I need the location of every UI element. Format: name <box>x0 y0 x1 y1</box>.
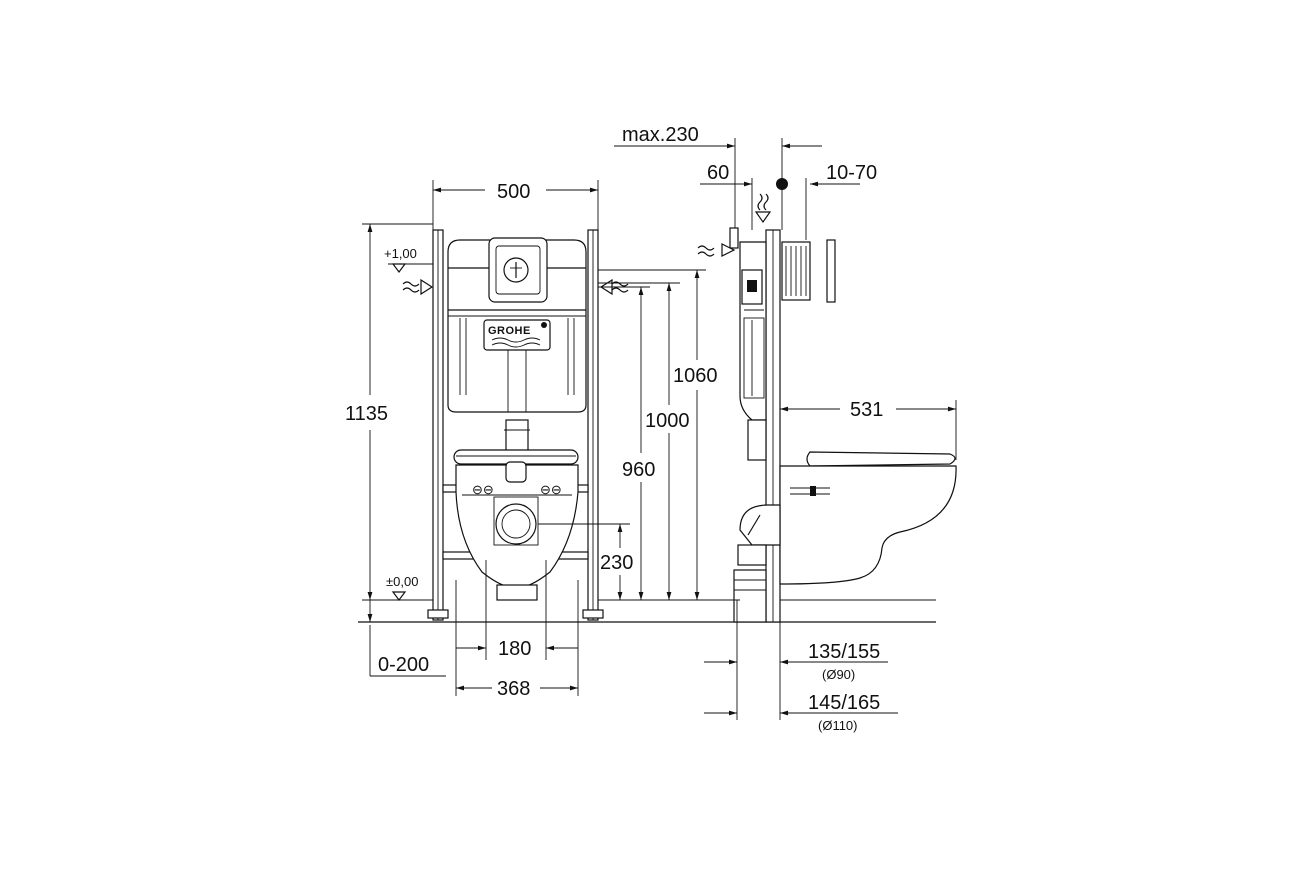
frame-right-post <box>582 229 604 621</box>
toilet-bowl-side <box>733 451 957 623</box>
dim-max-230-label: max.230 <box>622 124 699 146</box>
dim-1060-label: 1060 <box>673 365 718 387</box>
dim-0-200: 0-200 <box>367 600 446 677</box>
dim-145-165: 145/165 (Ø110) <box>704 692 898 733</box>
dim-135-155: 135/155 (Ø90) <box>704 600 888 720</box>
flush-plate-side <box>781 239 836 303</box>
dim-1000: 1000 <box>598 282 690 600</box>
dim-60: 60 <box>700 162 753 230</box>
brand-logo: GROHE <box>488 325 531 337</box>
dim-960: 960 <box>598 286 655 600</box>
dim-500-label: 500 <box>497 181 530 203</box>
cistern: GROHE <box>447 237 587 459</box>
dim-368: 368 <box>455 640 579 700</box>
level-marker-floor: ±0,00 <box>362 574 433 601</box>
dim-10-70: 10-70 <box>776 162 877 240</box>
dim-1060: 1060 <box>598 269 718 601</box>
dim-d110-label: (Ø110) <box>818 718 858 733</box>
dim-368-label: 368 <box>497 678 530 700</box>
side-view: max.230 60 10-70 531 <box>614 124 957 733</box>
dim-1135: 1135 <box>345 223 433 600</box>
dim-0-200-label: 0-200 <box>378 654 429 676</box>
toilet-bowl-front: ⊖⊖ ⊖⊖ <box>453 449 579 601</box>
dim-531-label: 531 <box>850 399 883 421</box>
dim-1135-label: 1135 <box>345 403 388 425</box>
dim-180-label: 180 <box>498 638 531 660</box>
dim-230: 230 <box>538 523 633 600</box>
svg-text:⊖⊖: ⊖⊖ <box>540 482 562 497</box>
water-inlet-left <box>402 278 434 296</box>
dim-1000-label: 1000 <box>645 410 690 432</box>
dim-60-label: 60 <box>707 162 729 184</box>
cistern-side <box>739 241 767 461</box>
svg-text:⊖⊖: ⊖⊖ <box>472 482 494 497</box>
level-floor-label: ±0,00 <box>386 574 418 589</box>
dim-180: 180 <box>456 638 578 660</box>
dim-d90-label: (Ø90) <box>822 667 855 682</box>
inlet-valve-side <box>697 193 772 257</box>
dim-500: 500 <box>432 180 599 230</box>
dim-145-165-label: 145/165 <box>808 692 880 714</box>
front-view: GROHE ⊖⊖ ⊖⊖ <box>345 180 718 700</box>
dim-10-70-label: 10-70 <box>826 162 877 184</box>
dim-135-155-label: 135/155 <box>808 641 880 663</box>
dim-960-label: 960 <box>622 459 655 481</box>
frame-left-post <box>427 229 449 621</box>
level-top-label: +1,00 <box>384 246 417 261</box>
dim-230-label: 230 <box>600 552 633 574</box>
level-marker-top: +1,00 <box>384 246 433 273</box>
dim-531: 531 <box>780 399 957 460</box>
